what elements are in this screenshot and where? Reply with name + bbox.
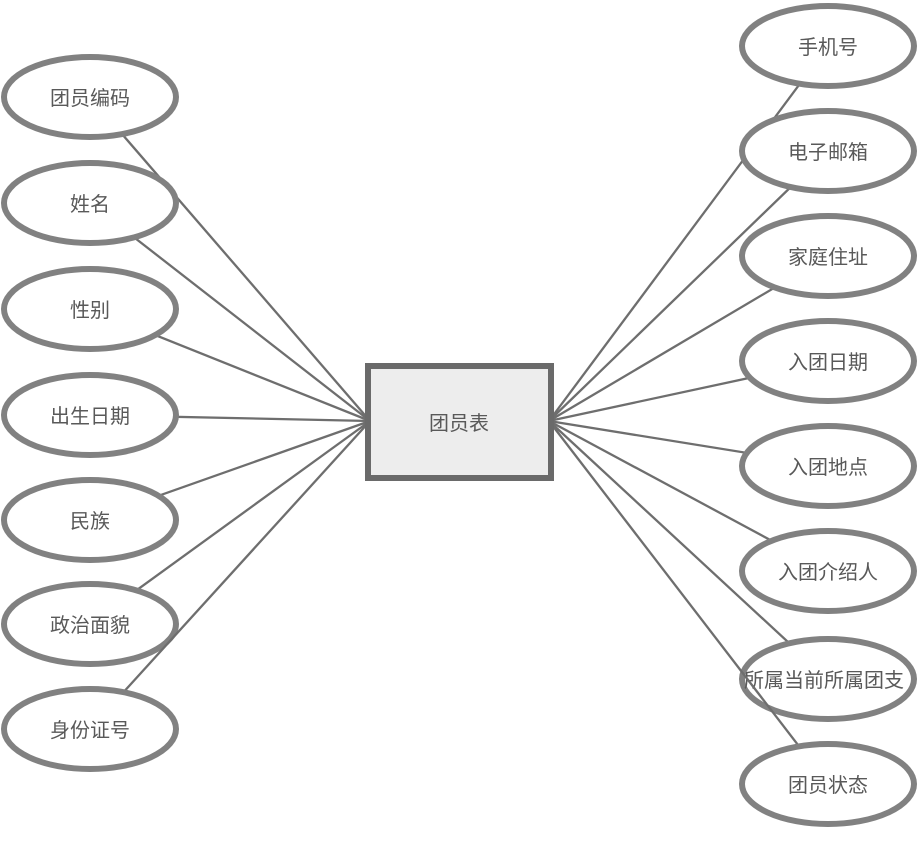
attribute-birth-date: 出生日期 (1, 372, 371, 458)
attribute-label: 性别 (70, 298, 110, 322)
entity-member-table: 团员表 (365, 363, 554, 481)
attribute-email: 电子邮箱 (548, 108, 917, 422)
attribute-label: 团员状态 (788, 773, 868, 797)
attribute-join-introducer: 入团介绍人 (548, 419, 917, 614)
attribute-label: 入团日期 (788, 350, 868, 374)
attribute-label: 政治面貌 (50, 613, 130, 637)
attribute-ellipse (739, 318, 917, 404)
attribute-label: 入团介绍人 (778, 560, 878, 584)
attribute-label: 入团地点 (788, 455, 868, 479)
attribute-join-place: 入团地点 (548, 419, 917, 509)
attribute-name: 姓名 (1, 160, 371, 422)
attribute-ellipse (739, 213, 917, 299)
attribute-label: 电子邮箱 (788, 140, 868, 164)
attribute-current-branch: 所属当前所属团支 (548, 420, 917, 722)
attribute-political-status: 政治面貌 (1, 420, 371, 667)
attribute-ethnicity: 民族 (1, 419, 371, 563)
attribute-label: 身份证号 (50, 718, 130, 742)
attribute-label: 手机号 (798, 35, 858, 59)
connector-line (548, 45, 829, 422)
attribute-label: 所属当前所属团支 (744, 668, 904, 692)
attribute-label: 出生日期 (50, 404, 130, 428)
attribute-ellipse (1, 54, 179, 140)
attribute-ellipse (1, 686, 179, 772)
attribute-ellipse (1, 477, 179, 563)
attribute-ellipse (1, 581, 179, 667)
attribute-home-address: 家庭住址 (548, 213, 917, 422)
connector-line (548, 420, 829, 680)
attribute-ellipse (1, 266, 179, 352)
attribute-label: 团员编码 (50, 86, 130, 110)
attribute-gender: 性别 (1, 266, 371, 423)
attribute-ellipse (1, 160, 179, 246)
attribute-label: 家庭住址 (788, 245, 868, 269)
connector-line (548, 420, 829, 785)
attribute-ellipse (739, 108, 917, 194)
connector-line (548, 150, 829, 422)
attribute-label: 姓名 (70, 192, 110, 216)
entity-rect (365, 363, 554, 481)
attribute-ellipse (739, 528, 917, 614)
attribute-join-date: 入团日期 (548, 318, 917, 423)
attribute-phone-number: 手机号 (548, 3, 917, 422)
attribute-ellipse (739, 741, 917, 827)
attribute-ellipse (739, 423, 917, 509)
attribute-ellipse (739, 636, 917, 722)
attribute-member-code: 团员编码 (1, 54, 371, 422)
attribute-ellipse (1, 372, 179, 458)
attribute-member-status: 团员状态 (548, 420, 917, 827)
connector-line (89, 96, 371, 422)
connector-line (89, 420, 371, 730)
attribute-label: 民族 (70, 509, 110, 533)
entity-label: 团员表 (429, 411, 489, 435)
attribute-ellipse (739, 3, 917, 89)
attribute-id-number: 身份证号 (1, 420, 371, 772)
